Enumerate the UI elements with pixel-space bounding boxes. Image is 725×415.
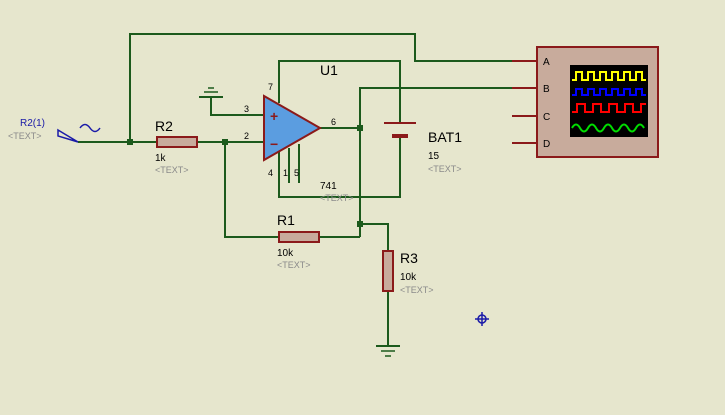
r2-value: 1k bbox=[155, 153, 167, 164]
sine-wave-icon bbox=[79, 123, 101, 133]
pin-6: 6 bbox=[331, 117, 336, 127]
bat1-ref: BAT1 bbox=[428, 129, 462, 145]
bat1-text: <TEXT> bbox=[428, 164, 462, 174]
r3-value: 10k bbox=[400, 272, 417, 283]
pin-7: 7 bbox=[268, 82, 273, 92]
wire-vplus[interactable] bbox=[278, 60, 401, 123]
opamp-body bbox=[263, 94, 323, 162]
ground-noninv[interactable] bbox=[199, 87, 223, 98]
crosshair-cursor-icon[interactable] bbox=[475, 312, 489, 326]
source-text: <TEXT> bbox=[8, 131, 42, 141]
wire-to-scope-b[interactable] bbox=[359, 87, 512, 128]
opamp-text: <TEXT> bbox=[320, 193, 354, 203]
pin-2: 2 bbox=[244, 131, 249, 141]
source-name: R2(1) bbox=[20, 118, 45, 129]
junction-output bbox=[357, 125, 363, 131]
scope-channel-d: D bbox=[543, 139, 550, 150]
trace-a bbox=[572, 71, 646, 81]
junction-input bbox=[127, 139, 133, 145]
wire-vminus[interactable] bbox=[278, 136, 401, 198]
bat1-value: 15 bbox=[428, 151, 440, 162]
resistor-r2[interactable]: R2 1k <TEXT> bbox=[155, 118, 198, 175]
scope-channel-c: C bbox=[543, 112, 550, 123]
opamp-minus: − bbox=[270, 136, 278, 152]
trace-c bbox=[572, 103, 646, 113]
sine-icon bbox=[57, 128, 79, 143]
wire-to-scope-a[interactable] bbox=[129, 33, 512, 142]
trace-b bbox=[572, 88, 646, 96]
junction-r3 bbox=[357, 221, 363, 227]
r2-ref: R2 bbox=[155, 118, 173, 134]
junction-dots bbox=[127, 125, 363, 227]
r3-text: <TEXT> bbox=[400, 285, 434, 295]
pin-5: 5 bbox=[294, 168, 299, 178]
r3-ref: R3 bbox=[400, 250, 418, 266]
r1-ref: R1 bbox=[277, 212, 295, 228]
trace-d bbox=[571, 123, 645, 133]
wire-feedback[interactable] bbox=[224, 142, 279, 238]
r1-value: 10k bbox=[277, 248, 294, 259]
opamp-value: 741 bbox=[320, 181, 337, 192]
signal-source[interactable]: R2(1) <TEXT> bbox=[8, 118, 101, 143]
junction-inv bbox=[222, 139, 228, 145]
r3-body bbox=[382, 250, 394, 292]
opamp-u1[interactable]: + − U1 741 <TEXT> 3 2 6 7 4 1 5 bbox=[244, 62, 354, 203]
r1-text: <TEXT> bbox=[277, 260, 311, 270]
opamp-ref: U1 bbox=[320, 62, 338, 78]
pin-3: 3 bbox=[244, 104, 249, 114]
resistor-r1[interactable]: R1 10k <TEXT> bbox=[277, 212, 320, 270]
scope-channel-b: B bbox=[543, 84, 550, 95]
wire-to-r3[interactable] bbox=[360, 223, 389, 251]
resistor-r3[interactable]: R3 10k <TEXT> bbox=[382, 250, 434, 295]
ground-r3[interactable] bbox=[376, 345, 400, 357]
r1-body bbox=[278, 231, 320, 243]
battery-bat1[interactable]: BAT1 15 <TEXT> bbox=[384, 122, 462, 174]
pin-1: 1 bbox=[283, 168, 288, 178]
r2-body bbox=[156, 136, 198, 148]
wires bbox=[78, 33, 512, 346]
oscilloscope[interactable]: A B C D bbox=[512, 46, 659, 158]
wire-noninv-ground[interactable] bbox=[210, 97, 264, 116]
r2-text: <TEXT> bbox=[155, 165, 189, 175]
opamp-plus: + bbox=[270, 108, 278, 124]
pin-4: 4 bbox=[268, 168, 273, 178]
scope-channel-a: A bbox=[543, 57, 550, 68]
